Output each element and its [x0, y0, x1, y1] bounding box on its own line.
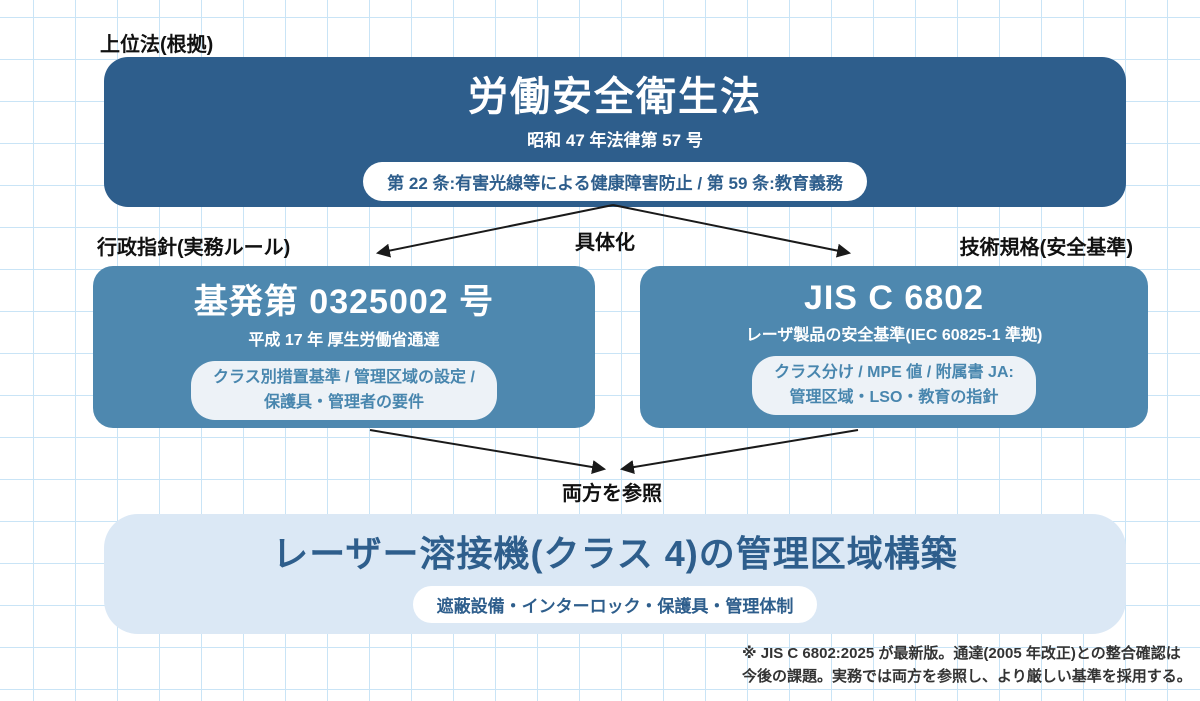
merge-label: 両方を参照: [562, 483, 662, 505]
right-branch-label: 技術規格(安全基準): [959, 237, 1133, 259]
result-measures-pill: 遮蔽設備・インターロック・保護具・管理体制: [412, 586, 818, 623]
directive-title: 基発第 0325002 号: [193, 282, 495, 321]
concretize-label: 具体化: [575, 232, 635, 254]
law-title: 労働安全衛生法: [468, 74, 762, 119]
law-box: 労働安全衛生法 昭和 47 年法律第 57 号 第 22 条:有害光線等による健…: [104, 57, 1126, 207]
standard-box: JIS C 6802 レーザ製品の安全基準(IEC 60825-1 準拠) クラ…: [640, 266, 1148, 428]
standard-details-line1: クラス分け / MPE 値 / 附属書 JA:: [774, 363, 1014, 381]
left-branch-label: 行政指針(実務ルール): [97, 237, 291, 259]
arrow-law-to-standard-icon: [612, 204, 852, 258]
result-title: レーザー溶接機(クラス 4)の管理区域構築: [272, 533, 958, 574]
directive-details-line2: 保護具・管理者の要件: [263, 393, 424, 411]
top-law-category-label: 上位法(根拠): [100, 34, 214, 56]
standard-title: JIS C 6802: [803, 278, 985, 317]
law-subtitle: 昭和 47 年法律第 57 号: [527, 130, 703, 150]
directive-subtitle: 平成 17 年 厚生労働省通達: [248, 331, 440, 349]
law-articles-pill: 第 22 条:有害光線等による健康障害防止 / 第 59 条:教育義務: [363, 161, 867, 201]
standard-details-line2: 管理区域・LSO・教育の指針: [789, 388, 999, 406]
directive-box: 基発第 0325002 号 平成 17 年 厚生労働省通達 クラス別措置基準 /…: [93, 266, 595, 428]
standard-details-pill: クラス分け / MPE 値 / 附属書 JA: 管理区域・LSO・教育の指針: [752, 355, 1036, 416]
directive-details-pill: クラス別措置基準 / 管理区域の設定 / 保護具・管理者の要件: [191, 360, 497, 421]
arrow-directive-to-merge-icon: [369, 429, 607, 474]
arrow-standard-to-merge-icon: [619, 429, 859, 474]
directive-details-line1: クラス別措置基準 / 管理区域の設定 /: [213, 368, 475, 386]
footnote: ※ JIS C 6802:2025 が最新版。通達(2005 年改正)との整合確…: [742, 642, 1194, 689]
result-box: レーザー溶接機(クラス 4)の管理区域構築 遮蔽設備・インターロック・保護具・管…: [104, 514, 1126, 634]
standard-subtitle: レーザ製品の安全基準(IEC 60825-1 準拠): [745, 326, 1043, 344]
footnote-line1: ※ JIS C 6802:2025 が最新版。通達(2005 年改正)との整合確…: [742, 645, 1181, 662]
footnote-line2: 今後の課題。実務では両方を参照し、より厳しい基準を採用する。: [742, 668, 1192, 686]
